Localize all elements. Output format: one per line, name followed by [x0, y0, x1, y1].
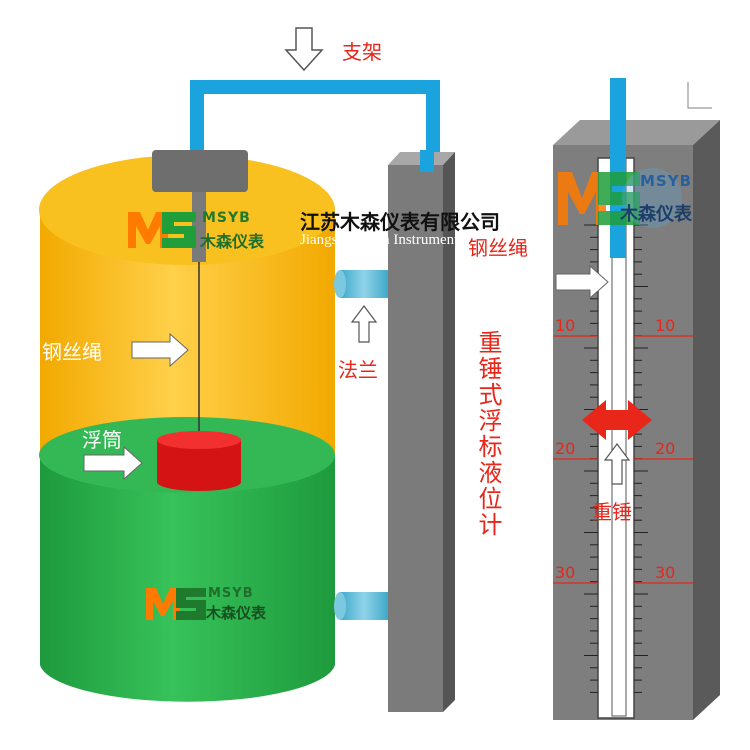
label-flange: 法兰: [338, 358, 378, 382]
logo-cn-gauge: 木森仪表: [620, 204, 692, 225]
pipe-top-horizontal: [190, 80, 440, 94]
label-weight: 重锤: [592, 500, 632, 524]
scale-left-10: 10: [555, 316, 576, 335]
logo-cn-green: 木森仪表: [206, 604, 267, 622]
scale-right-10: 10: [655, 316, 676, 335]
label-vertical-title: 重锤式浮标液位计: [474, 330, 502, 538]
flange-arrow-icon: [350, 305, 378, 343]
pulley-block: [152, 150, 248, 192]
flange-lower: [334, 592, 388, 620]
float-cylinder: [157, 431, 241, 491]
pipe-left-vertical: [190, 80, 204, 155]
bracket-arrow-icon: [284, 27, 324, 72]
logo-cn-tank: 木森仪表: [200, 232, 265, 251]
weight-arrow-icon: [603, 443, 631, 485]
wire-rope-arrow-icon: [131, 332, 189, 368]
brand-logo-green: [146, 588, 206, 620]
corner-mark: [687, 82, 712, 109]
company-en: Jiangsu Musen Instrument: [300, 232, 459, 248]
scale-right-30: 30: [655, 563, 676, 582]
gauge-wire-arrow-icon: [555, 264, 609, 300]
brand-logo-tank: [128, 212, 196, 248]
tank-upper-liquid: [40, 215, 335, 455]
side-column: [388, 152, 455, 712]
tank-top-ellipse: [39, 155, 335, 265]
label-float: 浮筒: [82, 428, 122, 452]
gauge-pipe: [610, 78, 626, 258]
label-bracket: 支架: [342, 40, 382, 64]
label-wire-rope-tank: 钢丝绳: [42, 340, 102, 364]
float-arrow-icon: [83, 445, 143, 481]
scale-left-20: 20: [555, 439, 576, 458]
tank-lower-liquid: [40, 455, 335, 702]
brand-logo-gauge: [558, 168, 682, 228]
scale-left-30: 30: [555, 563, 576, 582]
level-pointer-icon: [582, 400, 652, 440]
logo-text-green: MSYB: [208, 586, 254, 601]
flange-upper: [334, 270, 388, 298]
scale-right-20: 20: [655, 439, 676, 458]
logo-text-tank: MSYB: [202, 210, 251, 226]
company-cn: 江苏木森仪表有限公司: [300, 210, 500, 234]
pipe-into-column: [420, 150, 434, 172]
scale-red-lines: [553, 335, 693, 584]
logo-text-gauge: MSYB: [640, 172, 693, 190]
label-wire-rope-gauge: 钢丝绳: [468, 236, 528, 260]
